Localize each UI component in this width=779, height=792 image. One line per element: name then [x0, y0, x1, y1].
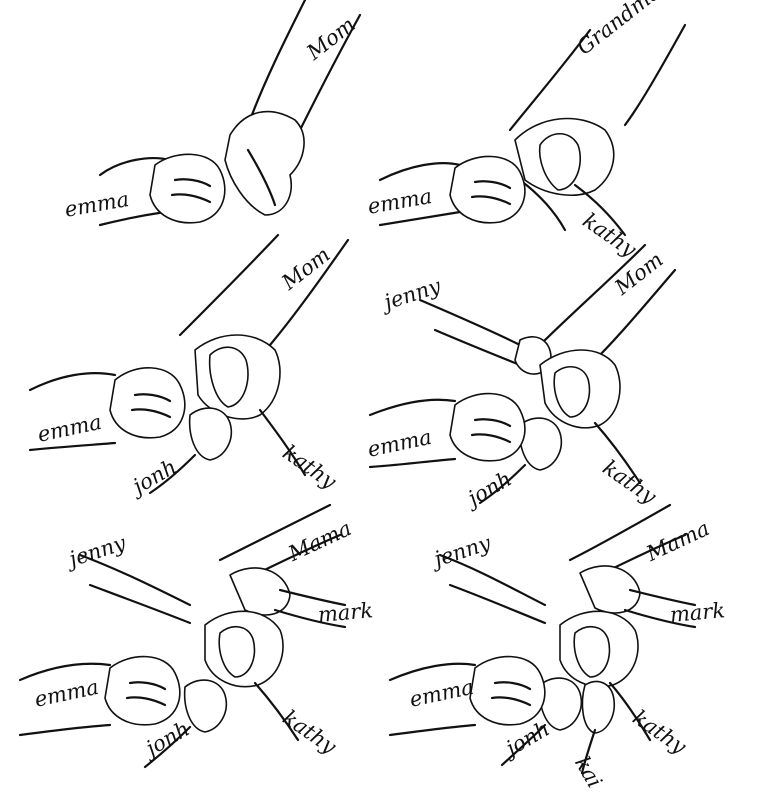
panel-6-child-name-2: mark	[668, 598, 726, 627]
panel-2-hands-drawing	[378, 23, 687, 237]
panel-1-hands-drawing	[98, 0, 362, 227]
panel-3-hands-drawing	[28, 233, 350, 495]
panel-5-hands-drawing	[18, 503, 347, 769]
panel-5-child-name-2: mark	[316, 598, 374, 627]
panel-6-hands-drawing	[388, 503, 697, 775]
panel-4-hands-drawing	[368, 243, 677, 505]
